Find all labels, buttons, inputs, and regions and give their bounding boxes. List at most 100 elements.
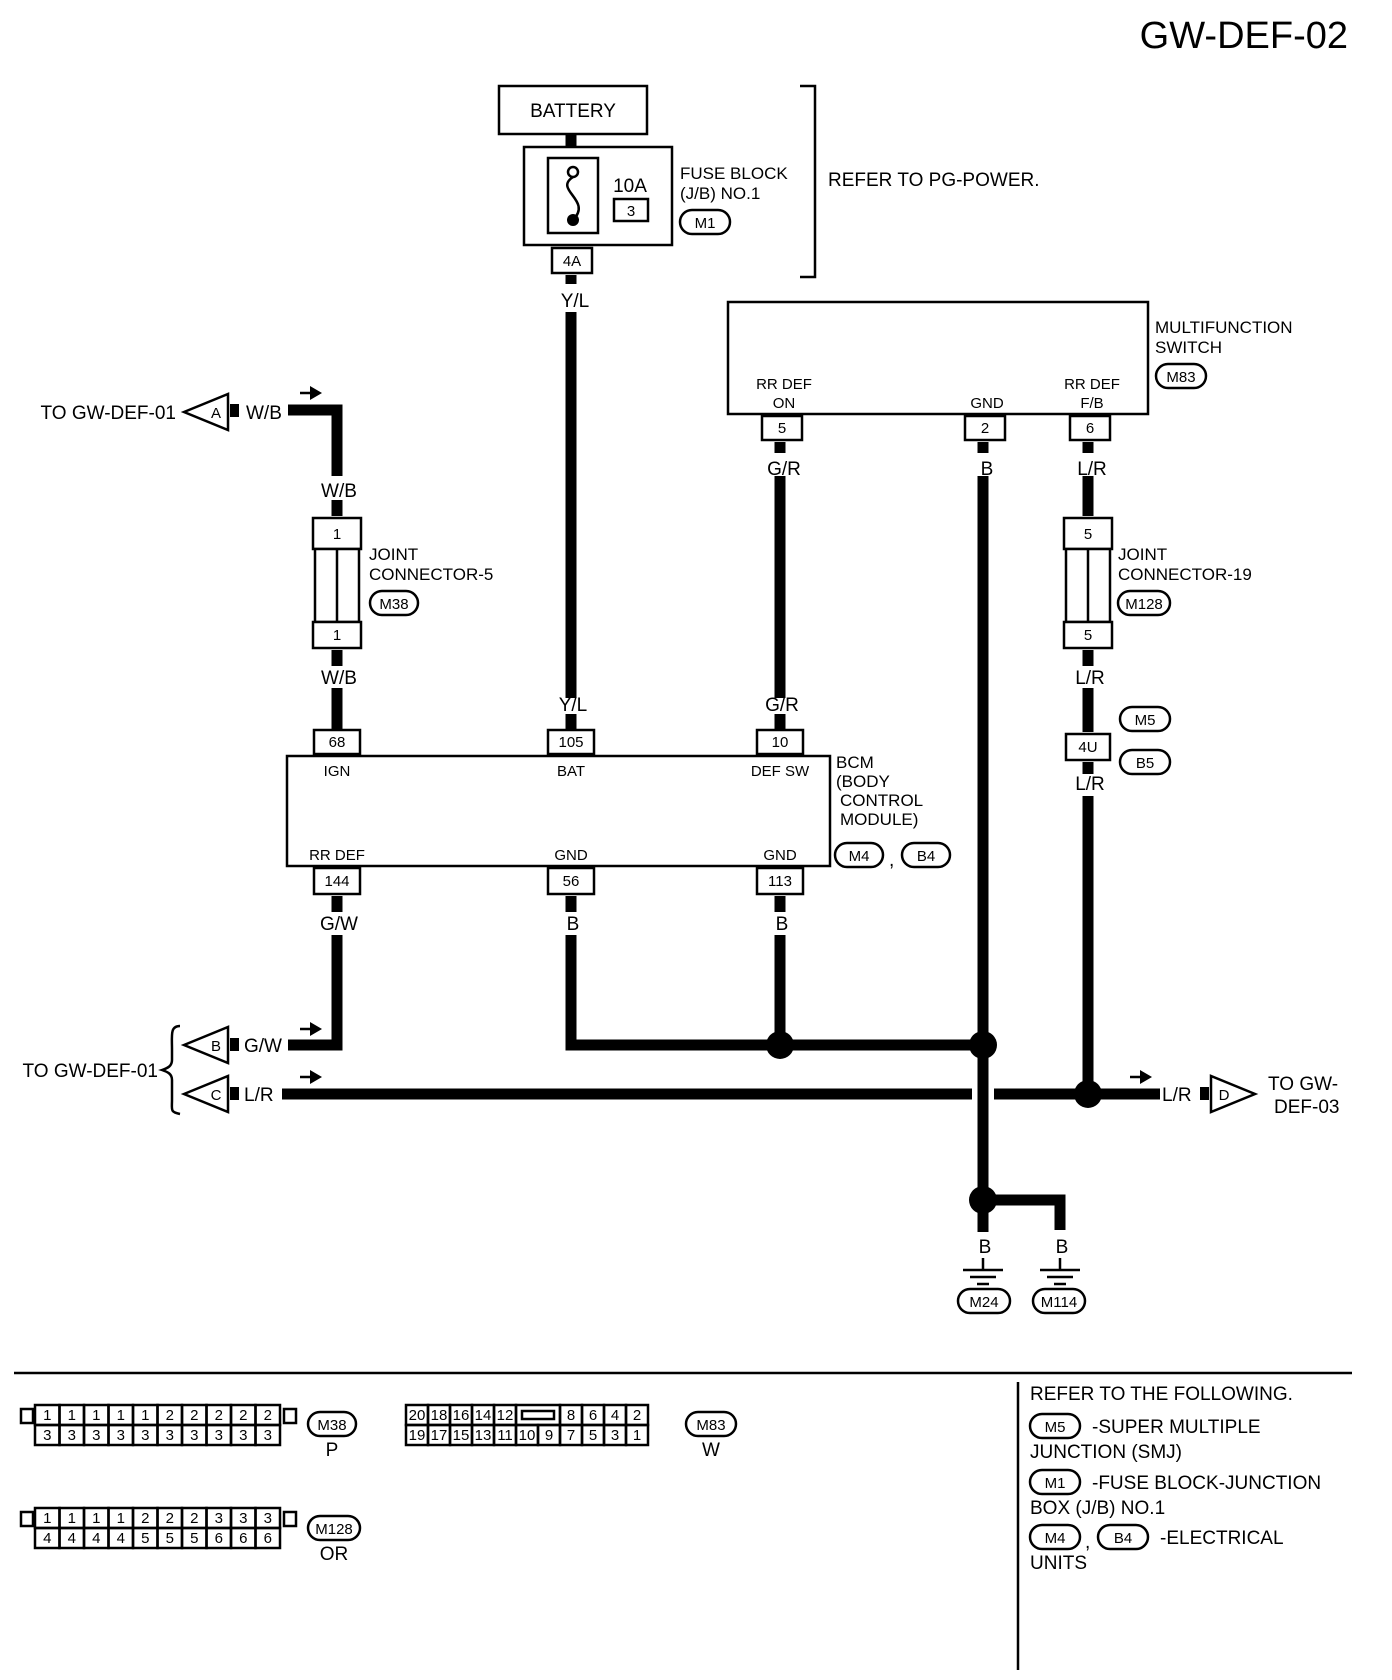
connector-pin-label: 3 [68, 1427, 76, 1444]
connector-pin-label: 1 [117, 1510, 125, 1527]
terminal-name: RR DEF [1064, 376, 1120, 393]
link-arrow-a [180, 392, 230, 432]
connector-pin-label: 2 [264, 1407, 272, 1424]
fuse-block-name: FUSE BLOCK [680, 164, 788, 183]
note-text: UNITS [1030, 1553, 1087, 1574]
connector-pin-label: 1 [141, 1407, 149, 1424]
wire-color-label: Y/L [559, 695, 588, 716]
pin-number: 56 [563, 873, 580, 890]
wire-color-label: G/R [767, 459, 801, 480]
link-letter: C [211, 1087, 222, 1104]
mfs-name: SWITCH [1155, 338, 1222, 357]
battery-box [497, 84, 649, 136]
link-arrow-c [180, 1074, 230, 1114]
wire-color-label: L/R [1075, 774, 1105, 795]
connector-cell [624, 1423, 650, 1447]
pin-number: 5 [1084, 627, 1092, 644]
fuse-block-name: (J/B) NO.1 [680, 184, 760, 203]
separator: , [1085, 1532, 1090, 1553]
connector-pin-label: 2 [215, 1407, 223, 1424]
connector-pin-label: 2 [190, 1407, 198, 1424]
connector-pin-label: 4 [68, 1530, 76, 1547]
ground-id: M24 [969, 1294, 998, 1311]
wire-color-label: L/R [1077, 459, 1107, 480]
page-title: GW-DEF-02 [1140, 15, 1348, 57]
fuse-amp: 10A [613, 176, 647, 197]
note-text: BOX (J/B) NO.1 [1030, 1498, 1165, 1519]
connector-id: B4 [917, 848, 935, 865]
wire-color-label: W/B [321, 668, 357, 689]
wire-color-label: B [1056, 1237, 1069, 1258]
connector-pin-label: 1 [43, 1510, 51, 1527]
pin-number: 1 [333, 627, 341, 644]
connector-id: M128 [1125, 596, 1163, 613]
connector-pin-label: 3 [239, 1510, 247, 1527]
connector-pin-label: 3 [264, 1510, 272, 1527]
connector-id: M4 [1045, 1530, 1066, 1547]
connector-pin-label: 5 [141, 1530, 149, 1547]
connector-id: M38 [317, 1417, 346, 1434]
connector-pin-label: 2 [190, 1510, 198, 1527]
wire-color-label: Y/L [561, 291, 590, 312]
connector-pin-label: 5 [589, 1427, 597, 1444]
notes-heading: REFER TO THE FOLLOWING. [1030, 1384, 1293, 1405]
connector-pin-label: 6 [239, 1530, 247, 1547]
refer-note: REFER TO PG-POWER. [828, 170, 1040, 191]
wire-color-label: W/B [321, 481, 357, 502]
connector-pin-label: 1 [117, 1407, 125, 1424]
wire-color-label: B [979, 1237, 992, 1258]
connector-pin-label: 13 [475, 1427, 492, 1444]
connector-pin-label: 7 [567, 1427, 575, 1444]
connector-pin-label: 18 [431, 1407, 448, 1424]
battery-label: BATTERY [530, 101, 616, 122]
connector-id: B5 [1136, 755, 1154, 772]
link-label: TO GW-DEF-01 [41, 403, 176, 424]
pin-number: 5 [1084, 526, 1092, 543]
connector-pin-label: 20 [409, 1407, 426, 1424]
terminal-name: GND [763, 847, 797, 864]
connector-pin-label: 5 [190, 1530, 198, 1547]
bcm-name: CONTROL [840, 791, 923, 810]
terminal-name: DEF SW [751, 763, 810, 780]
terminal-name: RR DEF [756, 376, 812, 393]
connector-cell [254, 1423, 282, 1447]
jc19-name: JOINT [1118, 545, 1167, 564]
connector-pin-label: 11 [497, 1427, 513, 1444]
connector-pin-label: 1 [43, 1407, 51, 1424]
connector-id: M83 [696, 1417, 725, 1434]
connector-id: M83 [1166, 369, 1195, 386]
connector-pin-label: 4 [611, 1407, 619, 1424]
connector-pin-label: 3 [611, 1427, 619, 1444]
terminal-name: RR DEF [309, 847, 365, 864]
connector-pin-label: 2 [166, 1407, 174, 1424]
terminal-name: BAT [557, 763, 585, 780]
wire-color-label: L/R [244, 1085, 274, 1106]
jc5-name: CONNECTOR-5 [369, 565, 493, 584]
connector-pin-label: 12 [497, 1407, 514, 1424]
splice-dot [766, 1031, 794, 1059]
bcm-name: MODULE) [840, 810, 918, 829]
connector-id: M5 [1045, 1419, 1066, 1436]
note-text: JUNCTION (SMJ) [1030, 1442, 1182, 1463]
link-letter: B [211, 1038, 221, 1055]
jc5-name: JOINT [369, 545, 418, 564]
connector-id: M5 [1135, 712, 1156, 729]
fuse-number: 3 [627, 203, 635, 220]
connector-pin-label: 3 [190, 1427, 198, 1444]
connector-pin-label: 2 [239, 1407, 247, 1424]
pin-number: 105 [558, 734, 583, 751]
pin-number: 113 [768, 873, 792, 890]
connector-id: M4 [849, 848, 870, 865]
connector-pin-label: 1 [633, 1427, 641, 1444]
note-text: -ELECTRICAL [1160, 1528, 1284, 1549]
terminal-name: F/B [1080, 395, 1103, 412]
mfs-name: MULTIFUNCTION [1155, 318, 1293, 337]
connector-pin-label: 1 [92, 1407, 100, 1424]
link-arrow-b [180, 1025, 230, 1065]
connector-id: M38 [379, 596, 408, 613]
connector-pin-label: 4 [117, 1530, 125, 1547]
bcm-name: BCM [836, 753, 874, 772]
